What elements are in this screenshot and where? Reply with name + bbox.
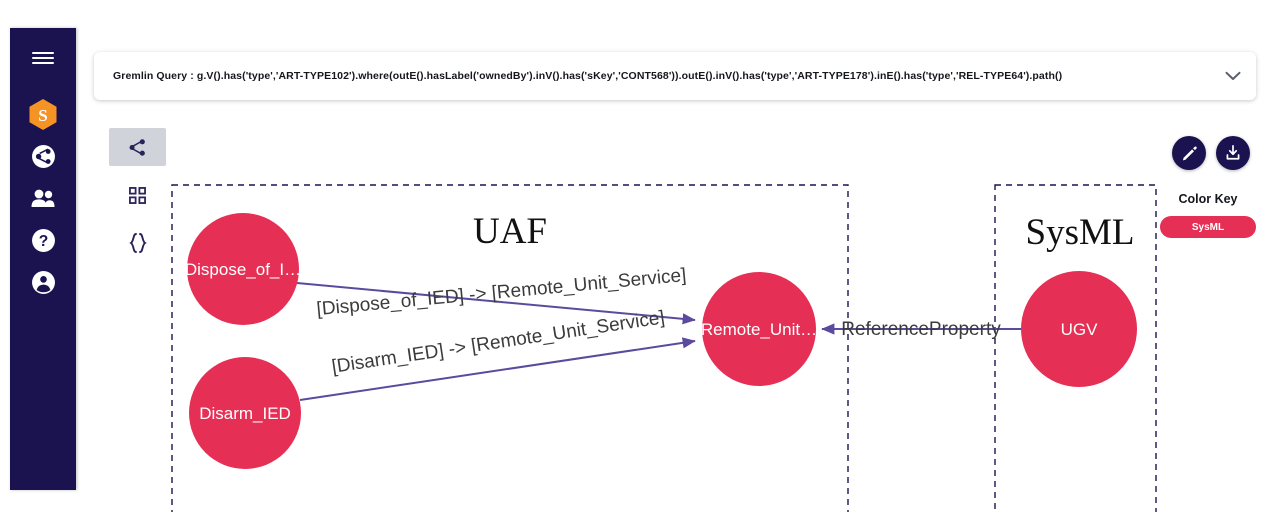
- color-key-panel: Color Key SysML: [1160, 192, 1256, 238]
- node-circle[interactable]: [702, 272, 816, 386]
- braces-icon: [128, 233, 147, 253]
- uaf-container-border: [171, 184, 849, 512]
- node-label: Dispose_of_I…: [185, 260, 301, 279]
- edge-dispose-to-remote[interactable]: [296, 282, 696, 325]
- graph-edge-labels: [Dispose_of_IED] -> [Remote_Unit_Service…: [316, 265, 1002, 378]
- color-key-chip-sysml[interactable]: SysML: [1160, 216, 1256, 238]
- sidebar-item-teams[interactable]: [23, 178, 63, 218]
- grid-icon: [129, 186, 146, 204]
- edge-label-referenceproperty: ReferenceProperty: [841, 319, 1001, 340]
- node-circle[interactable]: [189, 357, 301, 469]
- hexagon-s-logo-icon: S: [29, 98, 57, 130]
- hamburger-icon: [32, 49, 54, 67]
- chevron-down-icon: [1225, 71, 1241, 80]
- uaf-container-title: UAF: [473, 211, 547, 252]
- json-view-tool-button[interactable]: [109, 224, 166, 262]
- edit-graph-button[interactable]: [1172, 136, 1206, 170]
- graph-node-disarm[interactable]: Disarm_IED: [189, 357, 301, 469]
- edge-disarm-to-remote[interactable]: [299, 337, 696, 401]
- graph-view-tool-button[interactable]: [109, 128, 166, 166]
- question-circle-icon: ?: [31, 228, 55, 252]
- sidebar: S ?: [10, 28, 76, 490]
- sysml-container-border: [994, 184, 1157, 512]
- uaf-container: UAF: [171, 184, 849, 512]
- gremlin-query-text: Gremlin Query : g.V().has('type','ART-TY…: [113, 70, 1063, 82]
- download-graph-button[interactable]: [1216, 136, 1250, 170]
- pencil-icon: [1182, 145, 1197, 160]
- share-network-icon: [31, 144, 55, 168]
- sidebar-item-graph[interactable]: [23, 136, 63, 176]
- sysml-container-title: SysML: [1026, 212, 1135, 253]
- graph-canvas[interactable]: UAF SysML [Dispose_of_IED] -> [Remote_Un…: [94, 112, 1256, 512]
- query-expand-button[interactable]: [1210, 71, 1256, 81]
- graph-node-dispose[interactable]: Dispose_of_I…: [185, 213, 301, 325]
- graph-nodes: Dispose_of_I… Disarm_IED Remote_Unit… UG…: [185, 213, 1137, 469]
- color-key-title: Color Key: [1178, 192, 1238, 206]
- graph-edges: [296, 282, 1021, 401]
- graph-node-ugv[interactable]: UGV: [1021, 271, 1137, 387]
- graph-node-remote-unit[interactable]: Remote_Unit…: [701, 272, 817, 386]
- graph-tool-rail: [109, 128, 166, 272]
- gremlin-query-bar[interactable]: Gremlin Query : g.V().has('type','ART-TY…: [94, 52, 1256, 100]
- svg-text:?: ?: [38, 233, 48, 250]
- graph-visualization[interactable]: UAF SysML [Dispose_of_IED] -> [Remote_Un…: [94, 112, 1256, 512]
- grid-view-tool-button[interactable]: [109, 176, 166, 214]
- node-label: UGV: [1061, 320, 1099, 339]
- svg-text:S: S: [38, 106, 47, 125]
- graph-action-buttons: [1172, 136, 1250, 170]
- node-label: Remote_Unit…: [701, 320, 817, 339]
- sysml-container: SysML: [994, 184, 1157, 512]
- node-circle[interactable]: [1021, 271, 1137, 387]
- node-label: Disarm_IED: [199, 404, 291, 423]
- node-circle[interactable]: [187, 213, 299, 325]
- app-logo[interactable]: S: [23, 94, 63, 134]
- account-circle-icon: [31, 270, 55, 294]
- menu-toggle-button[interactable]: [23, 38, 63, 78]
- share-network-icon: [129, 138, 145, 156]
- people-icon: [31, 189, 55, 207]
- sidebar-item-help[interactable]: ?: [23, 220, 63, 260]
- download-icon: [1226, 144, 1240, 160]
- edge-label-disarm: [Disarm_IED] -> [Remote_Unit_Service]: [330, 307, 666, 377]
- sidebar-item-account[interactable]: [23, 262, 63, 302]
